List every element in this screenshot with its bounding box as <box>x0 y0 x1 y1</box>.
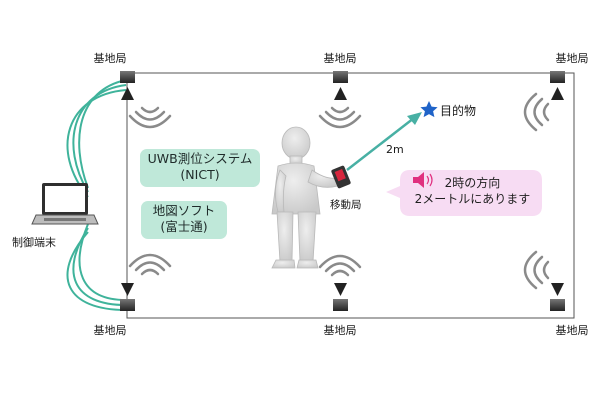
map-software-box: 地図ソフト (富士通) <box>141 201 227 239</box>
announcement-text: 2時の方向 2メートルにあります <box>410 175 535 207</box>
base-station-icon-top-center <box>333 71 348 100</box>
speech-bubble <box>386 170 542 216</box>
base-station-icon-bottom-left <box>120 283 135 311</box>
base-station-icon-bottom-right <box>550 283 565 311</box>
signal-waves-bottom-right <box>523 250 550 290</box>
signal-waves-bottom-center <box>318 254 362 277</box>
base-station-icon-top-left <box>120 71 135 100</box>
speaker-icon <box>413 172 433 188</box>
announcement-line-1: 2時の方向 <box>444 176 501 190</box>
map-software-org: (富士通) <box>160 219 208 234</box>
signal-waves-top-center <box>318 106 362 129</box>
base-station-label-bottom-left: 基地局 <box>93 324 127 337</box>
announcement-line-2: 2メートルにあります <box>414 192 531 206</box>
map-software-title: 地図ソフト <box>152 203 216 218</box>
direction-arrow <box>346 112 422 171</box>
mobile-station-label: 移動局 <box>330 199 362 211</box>
base-station-label-bottom-right: 基地局 <box>555 324 589 337</box>
target-label: 目的物 <box>440 104 477 118</box>
signal-waves-top-left <box>128 106 172 129</box>
laptop-icon <box>31 183 99 225</box>
mobile-device-icon <box>331 165 351 189</box>
person-silhouette <box>271 126 339 269</box>
signal-waves-top-right <box>523 92 550 132</box>
room-boundary <box>126 72 575 319</box>
base-station-icon-bottom-center <box>333 283 348 311</box>
cable-bundle <box>66 79 127 311</box>
target-star-icon <box>420 101 438 118</box>
signal-waves-bottom-left <box>128 253 172 276</box>
base-station-label-top-left: 基地局 <box>93 52 127 65</box>
base-station-label-bottom-center: 基地局 <box>323 324 357 337</box>
uwb-system-box: UWB測位システム (NICT) <box>140 149 260 187</box>
base-station-label-top-center: 基地局 <box>323 52 357 65</box>
control-terminal-label: 制御端末 <box>12 236 56 249</box>
uwb-system-org: (NICT) <box>180 167 220 182</box>
base-station-icon-top-right <box>550 71 565 100</box>
base-station-label-top-right: 基地局 <box>555 52 589 65</box>
uwb-system-title: UWB測位システム <box>147 151 253 166</box>
distance-label: 2m <box>386 143 404 156</box>
